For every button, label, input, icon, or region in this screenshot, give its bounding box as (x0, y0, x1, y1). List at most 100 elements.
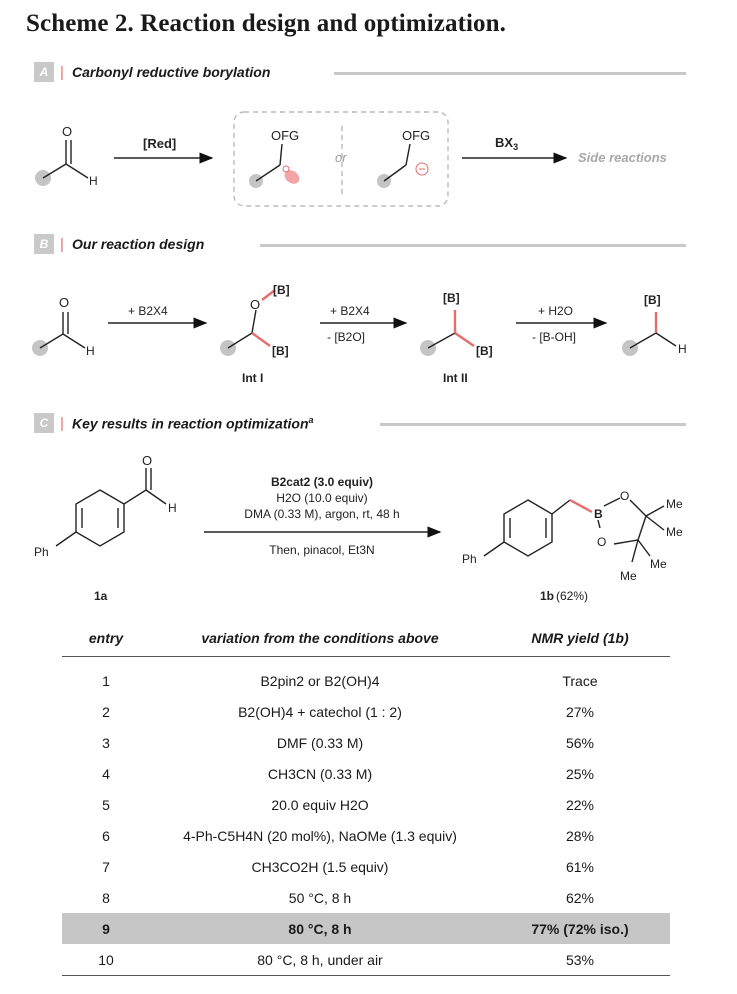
table-row: 7 CH3CO2H (1.5 equiv) 61% (62, 851, 670, 882)
svg-text:Ph: Ph (34, 545, 49, 559)
section-divider-mark: | (60, 64, 64, 81)
table-row: 8 50 °C, 8 h 62% (62, 882, 670, 913)
cell-entry: 10 (98, 951, 114, 968)
table-header: entry variation from the conditions abov… (62, 620, 670, 657)
svg-text:[B]: [B] (272, 344, 289, 358)
svg-text:O: O (142, 453, 152, 468)
cell-variation: CH3CO2H (1.5 equiv) (251, 858, 389, 875)
cell-yield: 77% (72% iso.) (531, 920, 629, 937)
optimization-table: entry variation from the conditions abov… (62, 620, 670, 976)
svg-text:O: O (620, 489, 629, 503)
svg-text:Then, pinacol, Et3N: Then, pinacol, Et3N (269, 543, 374, 557)
section-rule (334, 72, 686, 75)
svg-text:1b: 1b (540, 589, 554, 603)
cell-variation: CH3CN (0.33 M) (267, 765, 373, 782)
section-a-header: A | Carbonyl reductive borylation (34, 62, 694, 84)
svg-text:OFG: OFG (402, 128, 430, 143)
table-row: 4 CH3CN (0.33 M) 25% (62, 758, 670, 789)
section-rule (260, 244, 686, 247)
svg-text:[Red]: [Red] (143, 136, 176, 151)
cell-yield: 28% (565, 827, 595, 844)
scheme-b (32, 289, 677, 356)
section-divider-mark: | (60, 415, 64, 432)
section-c-header: C | Key results in reaction optimization… (34, 413, 694, 435)
svg-text:H: H (168, 501, 177, 515)
cell-variation: 50 °C, 8 h (288, 889, 352, 906)
cell-yield: Trace (562, 672, 598, 689)
cell-yield: 27% (565, 703, 595, 720)
svg-text:- [B2O]: - [B2O] (327, 330, 365, 344)
svg-text:H: H (89, 174, 98, 188)
cell-entry: 4 (102, 765, 110, 782)
svg-text:O: O (250, 297, 260, 312)
cell-variation: B2(OH)4 + catechol (1 : 2) (238, 703, 402, 720)
cell-entry: 7 (102, 858, 110, 875)
svg-text:B: B (594, 507, 603, 521)
svg-text:Int II: Int II (443, 371, 468, 385)
cell-yield: 53% (565, 951, 595, 968)
section-label: Key results in reaction optimizationa (72, 415, 314, 432)
svg-text:[B]: [B] (476, 344, 493, 358)
cell-yield: 25% (565, 765, 595, 782)
cell-entry: 8 (102, 889, 110, 906)
benzene-ring-1a (75, 489, 125, 547)
section-letter-badge: B (34, 234, 54, 254)
svg-text:[B]: [B] (443, 291, 460, 305)
benzene-ring-1b (503, 499, 553, 557)
table-row: 3 DMF (0.33 M) 56% (62, 727, 670, 758)
svg-text:O: O (62, 124, 72, 139)
svg-text:OFG: OFG (271, 128, 299, 143)
table-row: 2 B2(OH)4 + catechol (1 : 2) 27% (62, 696, 670, 727)
scheme-title: Scheme 2. Reaction design and optimizati… (26, 10, 506, 37)
cell-entry: 1 (102, 672, 110, 689)
svg-text:1a: 1a (94, 589, 108, 603)
svg-text:Int I: Int I (242, 371, 263, 385)
cell-variation: 80 °C, 8 h (288, 920, 352, 937)
cell-entry: 3 (102, 734, 110, 751)
svg-text:H: H (86, 344, 95, 358)
svg-text:(62%): (62%) (556, 589, 588, 603)
svg-text:O: O (597, 535, 606, 549)
table-row: 5 20.0 equiv H2O 22% (62, 789, 670, 820)
cell-entry: 6 (102, 827, 110, 844)
section-b-header: B | Our reaction design (34, 234, 694, 256)
svg-text:Me: Me (620, 569, 637, 583)
scheme-a-text: O H [Red] OFG or OFG BX3 Side reactions (62, 124, 667, 188)
svg-text:Me: Me (650, 557, 667, 571)
section-label: Our reaction design (72, 236, 205, 252)
header-yield: NMR yield (1b) (531, 630, 629, 646)
svg-text:- [B-OH]: - [B-OH] (532, 330, 576, 344)
svg-text:BX3: BX3 (495, 135, 518, 152)
radical-lobe (284, 170, 300, 184)
svg-text:Side reactions: Side reactions (578, 150, 667, 165)
svg-text:Ph: Ph (462, 552, 477, 566)
section-letter-badge: C (34, 413, 54, 433)
cell-variation: 4-Ph-C5H4N (20 mol%), NaOMe (1.3 equiv) (183, 827, 457, 844)
svg-text:O: O (59, 295, 69, 310)
cell-entry: 2 (102, 703, 110, 720)
svg-text:Me: Me (666, 497, 683, 511)
section-label: Carbonyl reductive borylation (72, 64, 271, 80)
svg-text:+ B2X4: + B2X4 (128, 304, 168, 318)
scheme-c (55, 468, 665, 563)
table-row-highlighted: 9 80 °C, 8 h 77% (72% iso.) (62, 913, 670, 944)
svg-text:+ B2X4: + B2X4 (330, 304, 370, 318)
table-row: 10 80 °C, 8 h, under air 53% (62, 944, 670, 976)
cell-variation: DMF (0.33 M) (276, 734, 364, 751)
svg-text:Me: Me (666, 525, 683, 539)
scheme-b-text: O H + B2X4 O [B] [B] Int I + B2X4 - [B2O… (59, 283, 687, 385)
svg-text:DMA (0.33 M), argon, rt, 48 h: DMA (0.33 M), argon, rt, 48 h (244, 507, 399, 521)
svg-text:+ H2O: + H2O (538, 304, 573, 318)
svg-text:[B]: [B] (644, 293, 661, 307)
cell-entry: 9 (102, 920, 110, 937)
svg-text:or: or (335, 150, 347, 165)
cell-variation: B2pin2 or B2(OH)4 (260, 672, 380, 689)
cell-yield: 56% (565, 734, 595, 751)
section-letter-badge: A (34, 62, 54, 82)
section-divider-mark: | (60, 236, 64, 253)
cell-variation: 20.0 equiv H2O (271, 796, 369, 813)
svg-text:[B]: [B] (273, 283, 290, 297)
header-entry: entry (88, 630, 124, 646)
intermediates-box (233, 111, 449, 207)
anion-charge (415, 162, 429, 176)
